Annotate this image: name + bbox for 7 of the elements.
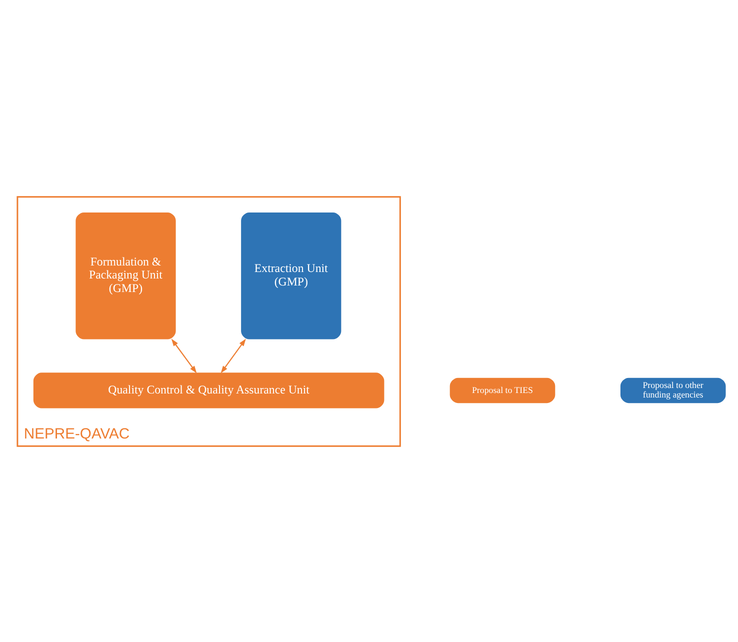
node-box: Extraction Unit (GMP)	[240, 210, 343, 340]
node-box: Quality Control & Quality Assurance Unit	[32, 370, 386, 410]
node-box: Formulation & Packaging Unit (GMP)	[74, 210, 178, 340]
node-box: Proposal to TIES	[448, 376, 557, 404]
arrow	[220, 338, 246, 373]
node-box: Proposal to other funding agencies	[618, 376, 728, 404]
arrow	[171, 338, 197, 373]
